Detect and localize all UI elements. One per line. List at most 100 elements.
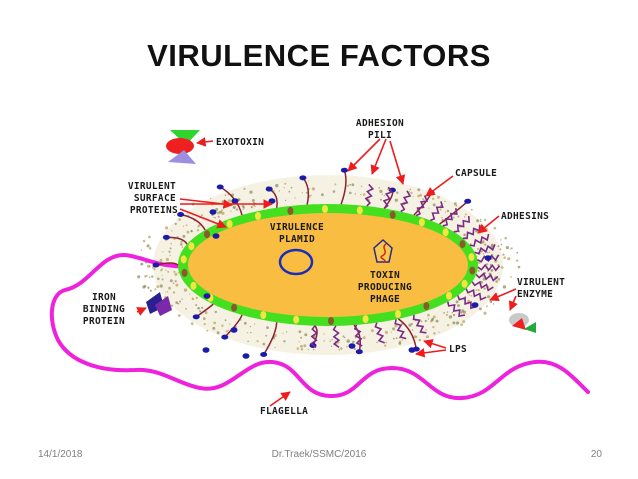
capsule-speckle xyxy=(251,199,255,202)
capsule-speckle xyxy=(300,336,303,339)
membrane-granule xyxy=(260,311,267,320)
capsule-speckle xyxy=(329,340,331,342)
membrane-granule xyxy=(468,253,475,262)
capsule-speckle xyxy=(213,321,217,325)
pilus-tip xyxy=(216,184,224,190)
membrane-granule xyxy=(442,228,449,237)
capsule-speckle xyxy=(189,293,191,295)
capsule-speckle xyxy=(346,345,348,348)
capsule-speckle xyxy=(495,280,498,283)
capsule-speckle xyxy=(221,200,225,204)
capsule-speckle xyxy=(502,285,507,289)
capsule-speckle xyxy=(140,249,142,251)
adhesin-fimbria xyxy=(465,288,487,301)
label-iron-binding-line2: BINDING xyxy=(83,304,125,315)
capsule-speckle xyxy=(482,253,485,255)
capsule-speckle xyxy=(303,344,307,348)
capsule-speckle xyxy=(171,230,173,232)
capsule-speckle xyxy=(500,243,503,246)
capsule-speckle xyxy=(432,197,435,200)
capsule-speckle xyxy=(362,193,366,196)
adhesin-fimbria xyxy=(332,325,341,349)
capsule-speckle xyxy=(175,283,179,287)
capsule-speckle xyxy=(503,256,506,260)
surface-protein-dot xyxy=(408,347,416,353)
label-virulent-surface-line3: PROTEINS xyxy=(130,205,178,216)
surface-protein-dot xyxy=(242,353,250,359)
capsule-speckle xyxy=(453,202,457,206)
capsule-speckle xyxy=(500,239,502,241)
capsule-speckle xyxy=(165,269,167,271)
capsule-speckle xyxy=(243,187,246,190)
capsule-speckle xyxy=(424,319,427,323)
capsule-speckle xyxy=(432,203,436,207)
capsule-speckle xyxy=(346,184,349,187)
capsule-speckle xyxy=(446,209,450,213)
adhesin-fimbria xyxy=(453,215,470,233)
capsule-speckle xyxy=(334,183,337,186)
capsule-speckle xyxy=(254,323,256,325)
capsule-speckle xyxy=(304,333,308,337)
capsule-speckle xyxy=(370,329,374,333)
exotoxin-icon xyxy=(166,130,200,164)
capsule-speckle xyxy=(170,242,172,245)
membrane-granule xyxy=(231,303,238,312)
capsule-speckle xyxy=(166,291,169,293)
capsule-speckle xyxy=(330,345,333,347)
capsule-speckle xyxy=(497,277,501,281)
membrane-granule xyxy=(395,310,401,318)
capsule-speckle xyxy=(412,195,414,198)
capsule-speckle xyxy=(290,186,293,189)
capsule-speckle xyxy=(159,258,163,262)
adhesin-fimbria xyxy=(412,314,427,334)
capsule-speckle xyxy=(383,194,386,197)
capsule-speckle xyxy=(323,333,325,335)
capsule-speckle xyxy=(274,346,276,349)
surface-protein-dot xyxy=(231,198,239,204)
capsule-speckle xyxy=(161,278,164,281)
adhesin-fimbria xyxy=(400,190,412,213)
capsule-speckle xyxy=(504,236,508,240)
pilus-tip xyxy=(464,198,472,204)
adhesin-fimbria xyxy=(477,263,501,272)
adhesin-fimbria xyxy=(374,322,385,344)
capsule-speckle xyxy=(435,319,439,323)
capsule-speckle xyxy=(197,306,200,310)
capsule-speckle xyxy=(170,304,174,307)
capsule-speckle xyxy=(480,220,482,222)
capsule-speckle xyxy=(455,300,459,304)
capsule-speckle xyxy=(148,276,151,279)
capsule-speckle xyxy=(285,331,288,333)
capsule-speckle xyxy=(182,225,185,227)
capsule-speckle xyxy=(183,288,188,292)
capsule-speckle xyxy=(484,243,487,246)
capsule-speckle xyxy=(169,279,173,283)
capsule-speckle xyxy=(352,340,355,344)
adhesin-fimbria xyxy=(474,244,496,255)
capsule-speckle xyxy=(217,215,220,218)
capsule-speckle xyxy=(418,339,421,342)
label-virulence-plamid-line2: PLAMID xyxy=(279,234,315,245)
capsule-speckle xyxy=(307,349,309,351)
membrane-granule xyxy=(322,205,328,213)
capsule-speckle xyxy=(509,248,512,250)
capsule-speckle xyxy=(154,288,157,291)
capsule-speckle xyxy=(180,243,183,246)
capsule-speckle xyxy=(237,198,241,201)
capsule-speckle xyxy=(247,340,249,343)
capsule-speckle xyxy=(505,246,509,250)
capsule-speckle xyxy=(181,246,184,248)
adhesin-fimbria xyxy=(309,325,319,349)
capsule-speckle xyxy=(342,335,345,338)
membrane-granule xyxy=(293,315,300,324)
capsule-speckle xyxy=(420,320,423,323)
capsule-speckle xyxy=(510,247,513,250)
capsule-speckle xyxy=(165,257,169,262)
capsule-speckle xyxy=(476,219,480,223)
capsule-speckle xyxy=(517,265,521,269)
surface-structures xyxy=(152,167,501,359)
pilus xyxy=(224,314,243,338)
capsule-speckle xyxy=(300,344,303,348)
capsule-speckle xyxy=(354,336,357,339)
capsule-speckle xyxy=(225,330,228,333)
